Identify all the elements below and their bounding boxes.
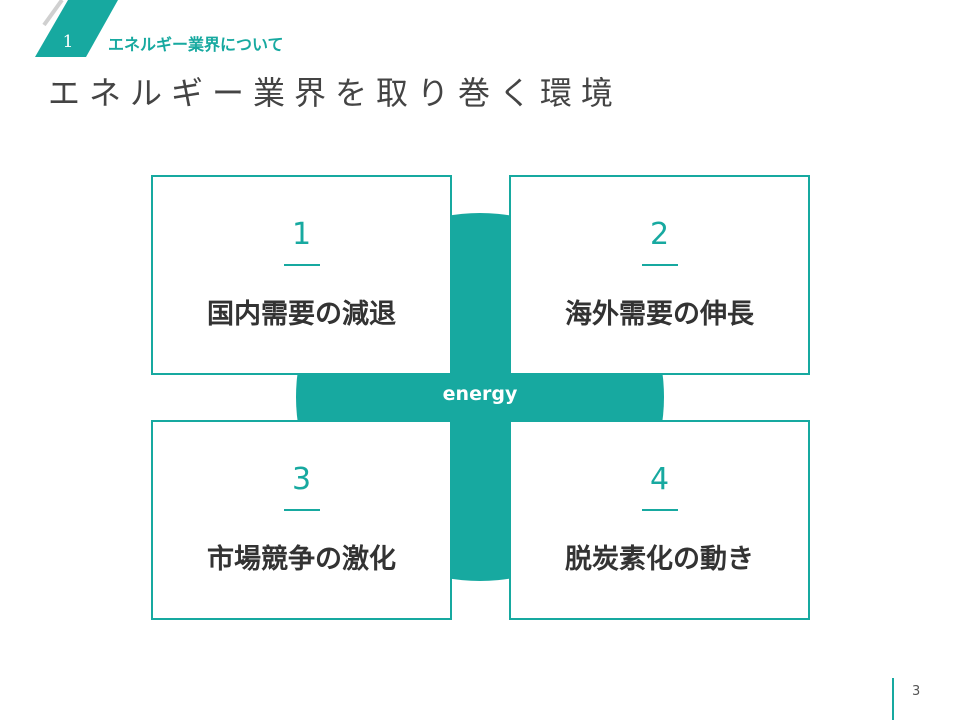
divider (284, 264, 320, 266)
center-label: energy (442, 383, 518, 405)
divider (642, 509, 678, 511)
quadrant-label: 国内需要の減退 (207, 299, 396, 330)
section-decoration (35, 0, 118, 57)
quadrant-number: 3 (291, 462, 312, 497)
quadrant-4: 4 脱炭素化の動き (509, 420, 810, 620)
quadrant-number: 4 (649, 462, 670, 497)
page-number: 3 (912, 684, 921, 699)
quadrant-number: 1 (291, 217, 312, 252)
quadrant-label: 市場競争の激化 (207, 544, 396, 575)
quadrant-label: 海外需要の伸長 (565, 299, 754, 330)
quadrant-3: 3 市場競争の激化 (151, 420, 452, 620)
page-number-divider (892, 678, 894, 720)
quadrant-2: 2 海外需要の伸長 (509, 175, 810, 375)
page-title: エネルギー業界を取り巻く環境 (48, 74, 623, 112)
quadrant-1: 1 国内需要の減退 (151, 175, 452, 375)
section-number: 1 (62, 32, 74, 52)
quadrant-number: 2 (649, 217, 670, 252)
quadrant-label: 脱炭素化の動き (565, 544, 754, 575)
divider (284, 509, 320, 511)
section-title: エネルギー業界について (108, 35, 284, 54)
divider (642, 264, 678, 266)
